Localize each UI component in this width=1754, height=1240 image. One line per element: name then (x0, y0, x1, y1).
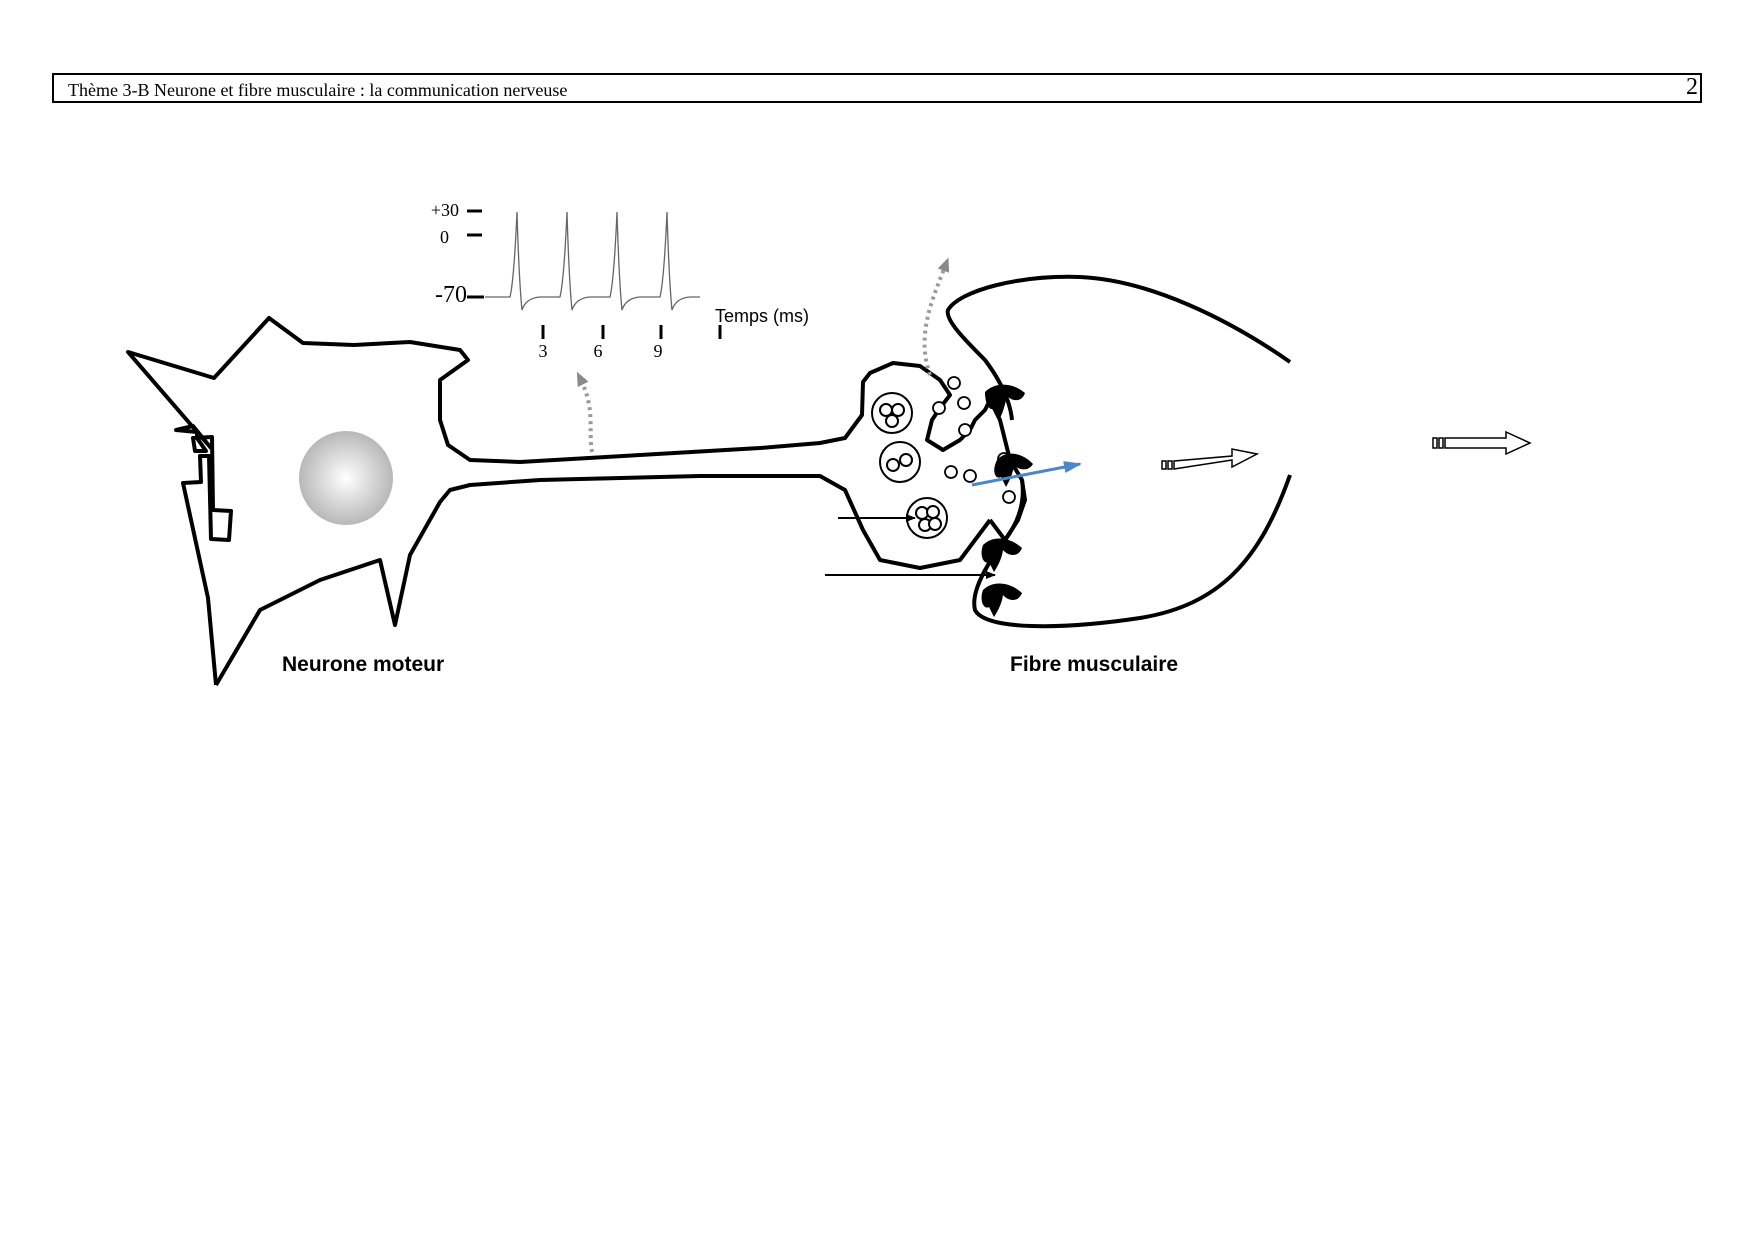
hollow-arrow-outside (1432, 430, 1532, 456)
action-potential-trace (485, 211, 700, 311)
dotted-arrow-cleft (922, 257, 950, 376)
x-axis-label: Temps (ms) (715, 306, 809, 326)
x-tick-label: 9 (654, 341, 663, 361)
membrane-potential-graph: +30 0 -70 3 6 9 Temps (ms) (431, 200, 809, 361)
receptor (985, 384, 1025, 418)
dotted-arrow-axon (576, 371, 594, 453)
synaptic-vesicles (871, 392, 948, 539)
y-tick-label: -70 (435, 282, 467, 308)
receptor (981, 583, 1022, 617)
nucleus (299, 431, 393, 525)
fiber-upper-outline (945, 274, 1292, 421)
muscle-fiber (945, 274, 1292, 629)
neurotransmitters (932, 376, 1016, 504)
neuron-upper-outline (126, 316, 992, 686)
motor-neuron (126, 316, 1027, 687)
y-tick-label: 0 (440, 227, 449, 247)
neuron-label: Neurone moteur (282, 653, 444, 676)
page-number: 2 (1686, 74, 1698, 100)
y-tick-label: +30 (431, 200, 459, 220)
header-title: Thème 3-B Neurone et fibre musculaire : … (68, 80, 568, 100)
blue-arrow (971, 461, 1082, 487)
neuron-lower-outline (214, 474, 992, 687)
x-tick-label: 6 (594, 341, 603, 361)
fiber-label: Fibre musculaire (1010, 653, 1178, 676)
header-box: Thème 3-B Neurone et fibre musculaire : … (52, 73, 1702, 103)
fiber-lower-outline (972, 474, 1292, 629)
hollow-arrow-fiber (1161, 448, 1260, 470)
receptor (994, 453, 1033, 487)
receptors (981, 384, 1033, 617)
receptor (981, 538, 1022, 572)
x-tick-label: 3 (539, 341, 548, 361)
